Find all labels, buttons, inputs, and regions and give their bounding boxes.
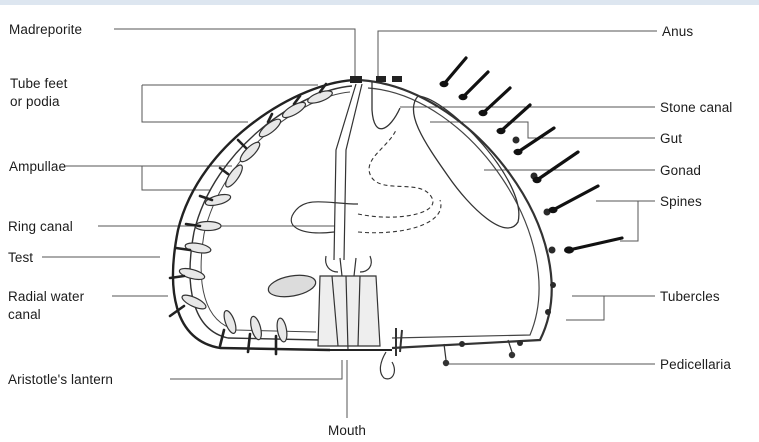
tubercles — [459, 137, 556, 348]
label-gut: Gut — [660, 130, 682, 147]
gut-dashed — [358, 130, 433, 217]
spine — [463, 72, 488, 97]
right-half-body — [355, 80, 556, 348]
label-madreporite: Madreporite — [9, 21, 82, 38]
spine — [553, 186, 598, 210]
label-tube-feet-line1: Tube feet — [10, 75, 67, 92]
spine — [569, 238, 622, 250]
apical-plates — [350, 76, 402, 83]
label-ring-canal: Ring canal — [8, 218, 73, 235]
inner-test-right — [368, 88, 539, 338]
spine — [537, 152, 578, 180]
label-test: Test — [8, 249, 33, 266]
label-tubercles: Tubercles — [660, 288, 720, 305]
leader-tubercles — [566, 296, 655, 320]
spines — [444, 58, 622, 250]
leader-lantern — [170, 360, 342, 379]
leader-lines — [42, 29, 657, 418]
spine — [444, 58, 466, 84]
gut-dashed-lower — [358, 200, 441, 233]
label-ampullae: Ampullae — [9, 158, 66, 175]
ring-canal-loop — [291, 202, 358, 233]
label-radial-water-line1: Radial water — [8, 288, 84, 305]
spine — [518, 128, 554, 152]
leader-madreporite — [114, 29, 355, 78]
leader-anus — [378, 31, 657, 80]
spine — [483, 88, 510, 113]
label-aristotles-lantern: Aristotle's lantern — [8, 371, 113, 388]
label-radial-water-line2: canal — [8, 306, 41, 323]
stone-canal — [334, 84, 362, 260]
label-gonad: Gonad — [660, 162, 701, 179]
label-tube-feet-line2: or podia — [10, 93, 60, 110]
label-anus: Anus — [662, 23, 693, 40]
label-stone-canal: Stone canal — [660, 99, 732, 116]
spine — [501, 105, 530, 131]
tube-feet — [178, 88, 333, 342]
podia-stalks — [170, 84, 326, 354]
leader-spines — [596, 201, 655, 241]
label-mouth: Mouth — [328, 422, 366, 439]
label-pedicellaria: Pedicellaria — [660, 356, 731, 373]
label-spines: Spines — [660, 193, 702, 210]
